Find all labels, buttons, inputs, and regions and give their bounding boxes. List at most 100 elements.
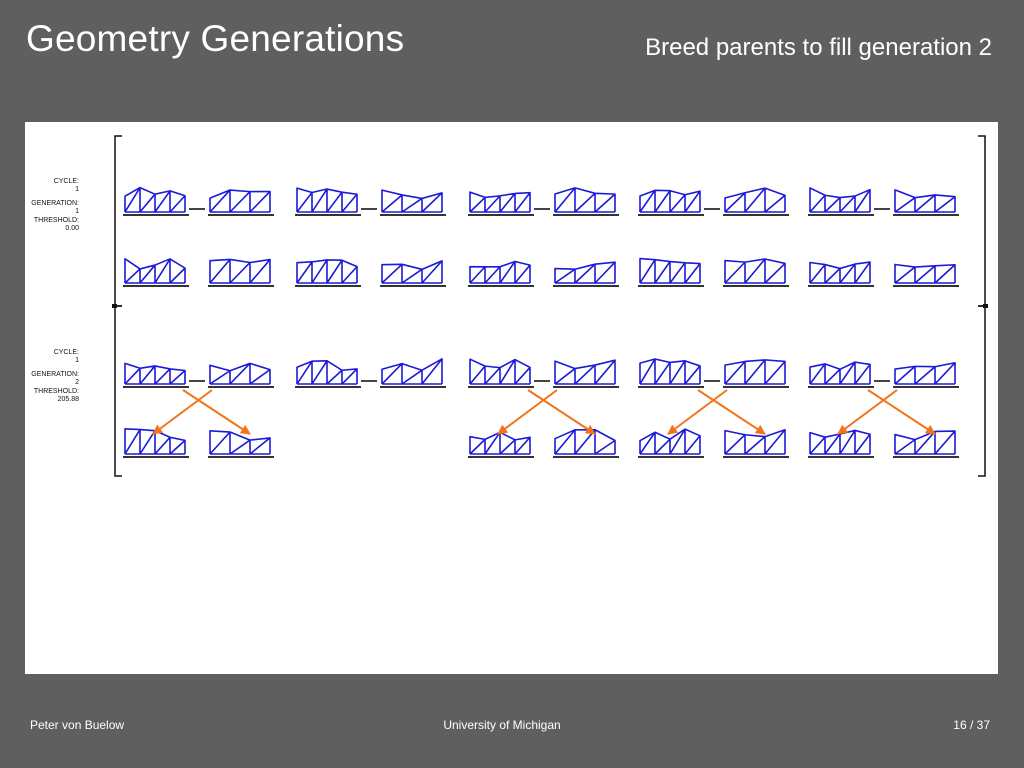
gen2-parent-truss-9	[808, 361, 874, 388]
gen2-pair-marker-3	[534, 380, 550, 382]
gen2-pair-marker-4	[704, 380, 720, 382]
truss-members	[639, 358, 701, 385]
truss-caption-strip	[638, 214, 704, 216]
footer-institution: University of Michigan	[443, 718, 561, 732]
left-bracket-top	[114, 135, 122, 307]
truss-caption-strip	[468, 456, 534, 458]
crossover-arrow-left-1	[152, 389, 213, 435]
truss-members	[894, 430, 956, 455]
truss-members	[469, 260, 531, 284]
truss-caption-strip	[808, 285, 874, 287]
truss-members	[554, 187, 616, 213]
gen1-truss-18	[723, 258, 789, 287]
truss-caption-strip	[295, 214, 361, 216]
gen1-truss-9	[808, 187, 874, 216]
gen1-truss-1	[123, 186, 189, 216]
truss-caption-strip	[208, 285, 274, 287]
offspring-truss-8	[893, 430, 959, 458]
gen2-parent-truss-8	[723, 359, 789, 388]
cycle2-threshold-value: 205.88	[57, 396, 79, 404]
gen1-truss-7	[638, 189, 704, 216]
gen1-truss-2	[208, 189, 274, 216]
gen1-truss-3	[295, 187, 361, 216]
cycle1-threshold-label: THRESHOLD:	[33, 216, 79, 224]
gen1-pair-marker-3	[534, 208, 550, 210]
truss-caption-strip	[208, 214, 274, 216]
truss-members	[209, 189, 271, 213]
truss-members	[381, 358, 443, 385]
gen1-truss-4	[380, 189, 446, 216]
truss-caption-strip	[893, 386, 959, 388]
left-bracket-bottom	[114, 305, 122, 477]
truss-caption-strip	[723, 386, 789, 388]
crossover-arrow-right-2	[527, 389, 596, 435]
truss-members	[554, 359, 616, 385]
offspring-truss-2	[208, 430, 274, 458]
slide-subtitle: Breed parents to fill generation 2	[645, 34, 992, 61]
cycle1-generation-label: GENERATION:	[31, 199, 79, 207]
truss-members	[724, 187, 786, 213]
offspring-truss-7	[808, 429, 874, 458]
cycle1-labels: CYCLE: 1 GENERATION: 1 THRESHOLD: 0.00	[25, 178, 79, 233]
gen2-pair-marker-2	[361, 380, 377, 382]
truss-members	[809, 187, 871, 213]
gen1-pair-marker-4	[704, 208, 720, 210]
gen1-pair-marker-1	[189, 208, 205, 210]
truss-caption-strip	[468, 214, 534, 216]
truss-caption-strip	[380, 386, 446, 388]
cycle2-labels: CYCLE: 1 GENERATION: 2 THRESHOLD: 205.88	[25, 349, 79, 404]
truss-members	[381, 260, 443, 284]
gen1-truss-11	[123, 257, 189, 287]
truss-caption-strip	[553, 456, 619, 458]
footer-author: Peter von Buelow	[30, 718, 125, 732]
gen2-parent-truss-4	[380, 358, 446, 388]
right-bracket-bottom	[978, 305, 986, 477]
gen1-truss-17	[638, 257, 704, 287]
truss-diagram-panel: CYCLE: 1 GENERATION: 1 THRESHOLD: 0.00 C…	[25, 122, 998, 674]
footer-page-number: 16 / 37	[953, 718, 990, 732]
truss-caption-strip	[380, 214, 446, 216]
truss-members	[124, 362, 186, 385]
gen1-truss-15	[468, 260, 534, 287]
crossover-arrow-right-4	[867, 389, 936, 435]
truss-members	[124, 257, 186, 284]
truss-caption-strip	[553, 285, 619, 287]
truss-members	[894, 361, 956, 385]
truss-caption-strip	[553, 386, 619, 388]
truss-caption-strip	[893, 456, 959, 458]
truss-caption-strip	[808, 214, 874, 216]
truss-members	[381, 189, 443, 213]
truss-members	[554, 428, 616, 455]
truss-caption-strip	[638, 285, 704, 287]
crossover-arrow-right-3	[697, 389, 766, 435]
cycle1-cycle-label: CYCLE:	[53, 178, 79, 185]
truss-caption-strip	[893, 285, 959, 287]
gen1-truss-6	[553, 187, 619, 216]
truss-caption-strip	[468, 285, 534, 287]
right-bracket-marker	[983, 304, 988, 308]
truss-members	[209, 362, 271, 385]
truss-caption-strip	[638, 386, 704, 388]
gen1-truss-8	[723, 187, 789, 216]
truss-members	[809, 429, 871, 455]
gen1-truss-10	[893, 189, 959, 216]
gen1-truss-20	[893, 263, 959, 287]
right-bracket-top	[978, 135, 986, 307]
cycle2-threshold-label: THRESHOLD:	[33, 387, 79, 395]
cycle2-cycle-value: 1	[75, 357, 79, 365]
truss-members	[209, 258, 271, 284]
truss-caption-strip	[295, 285, 361, 287]
truss-members	[469, 431, 531, 455]
cycle2-generation-label: GENERATION:	[31, 370, 79, 378]
truss-caption-strip	[638, 456, 704, 458]
cycle1-threshold-value: 0.00	[65, 225, 79, 233]
crossover-arrow-left-2	[497, 389, 558, 435]
truss-generations-diagram	[112, 135, 988, 477]
truss-caption-strip	[295, 386, 361, 388]
cycle2-generation-value: 2	[75, 379, 79, 387]
truss-members	[296, 187, 358, 213]
truss-caption-strip	[380, 285, 446, 287]
gen1-pair-marker-5	[874, 208, 890, 210]
truss-caption-strip	[808, 456, 874, 458]
truss-members	[724, 258, 786, 284]
